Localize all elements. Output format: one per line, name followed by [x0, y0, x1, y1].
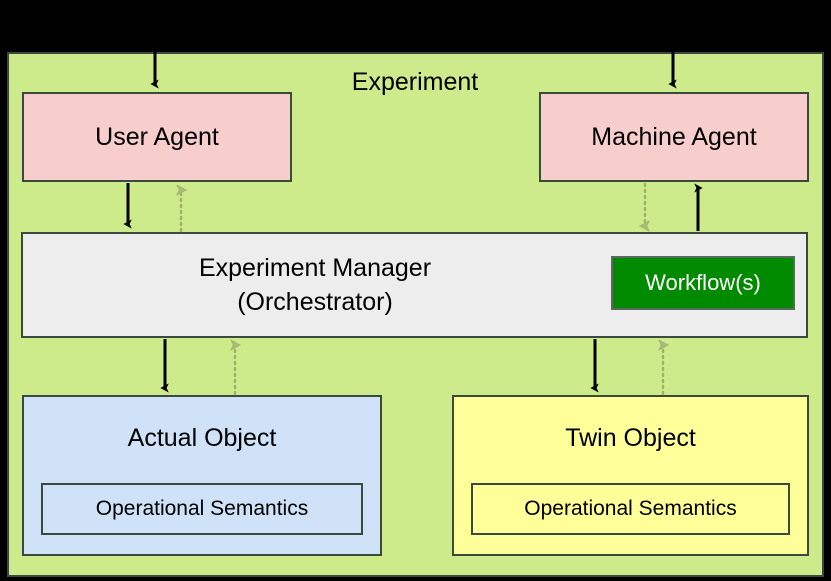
- node-machine-agent[interactable]: Machine Agent: [539, 92, 809, 182]
- node-user-agent[interactable]: User Agent: [22, 92, 292, 182]
- manager-label-line2: (Orchestrator): [237, 288, 393, 316]
- workflow-box[interactable]: Workflow(s): [611, 256, 795, 310]
- page-title: Experiment: [351, 68, 479, 96]
- twin-object-operational-semantics[interactable]: Operational Semantics: [471, 483, 790, 535]
- machine-agent-label: Machine Agent: [591, 123, 757, 151]
- user-agent-label: User Agent: [95, 123, 219, 151]
- workflow-label: Workflow(s): [645, 270, 761, 295]
- node-twin-object[interactable]: Twin Object Operational Semantics: [452, 395, 809, 556]
- actual-object-operational-semantics[interactable]: Operational Semantics: [41, 483, 363, 535]
- twin-object-semantics-label: Operational Semantics: [524, 497, 737, 520]
- manager-label: Experiment Manager (Orchestrator): [23, 234, 607, 336]
- twin-object-label: Twin Object: [565, 424, 696, 452]
- actual-object-semantics-label: Operational Semantics: [95, 497, 309, 520]
- node-actual-object[interactable]: Actual Object Operational Semantics: [22, 395, 382, 556]
- actual-object-label: Actual Object: [127, 424, 277, 452]
- node-experiment-manager[interactable]: Experiment Manager (Orchestrator) Workfl…: [21, 232, 808, 338]
- manager-label-line1: Experiment Manager: [198, 254, 432, 282]
